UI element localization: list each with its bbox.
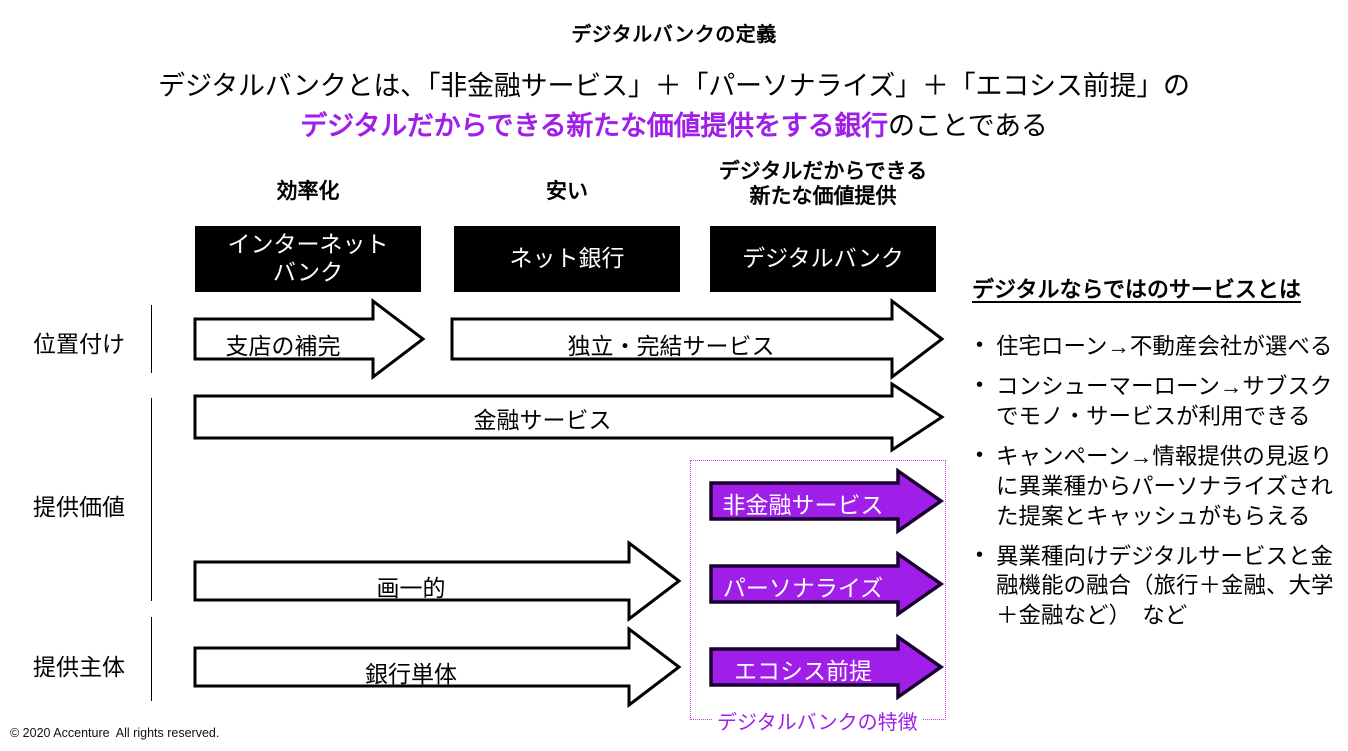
row-label-value-offering: 提供価値 xyxy=(33,494,125,520)
arrow-uniform: 画一的 xyxy=(193,539,682,623)
column-header-digital-value-line2: 新たな価値提供 xyxy=(749,184,897,208)
box-internet-bank-line2: バンク xyxy=(272,259,344,285)
box-net-bank-label: ネット銀行 xyxy=(509,245,625,272)
arrow-ecosystem: エコシス前提 xyxy=(708,633,945,701)
box-digital-bank: デジタルバンク xyxy=(710,226,936,292)
arrow-independent-service: 独立・完結サービス xyxy=(450,297,945,381)
arrow-non-financial-service: 非金融サービス xyxy=(708,467,945,535)
list-item: 住宅ローン→不動産会社が選べる xyxy=(972,332,1340,362)
column-header-digital-value: デジタルだからできる 新たな価値提供 xyxy=(700,160,946,210)
column-header-cheap: 安い xyxy=(546,180,588,203)
copyright-footer: © 2020 Accenture All rights reserved. xyxy=(10,726,220,740)
lead-highlight-text: デジタルだからできる新たな価値提供をする銀行 xyxy=(300,111,888,141)
row-divider-1 xyxy=(151,305,152,373)
arrow-financial-service: 金融サービス xyxy=(193,381,945,453)
list-item: 異業種向けデジタルサービスと金融機能の融合（旅行＋金融、大学＋金融など） など xyxy=(972,542,1340,632)
list-item: コンシューマーローン→サブスクでモノ・サービスが利用できる xyxy=(972,372,1340,432)
arrow-personalize: パーソナライズ xyxy=(708,550,945,618)
panel-service-list: 住宅ローン→不動産会社が選べる コンシューマーローン→サブスクでモノ・サービスが… xyxy=(972,332,1340,641)
lead-statement-line2: デジタルだからできる新たな価値提供をする銀行のことである xyxy=(0,104,1348,143)
box-digital-bank-label: デジタルバンク xyxy=(742,245,904,272)
arrow-bank-alone: 銀行単体 xyxy=(193,625,682,709)
arrow-branch-support: 支店の補完 xyxy=(193,297,426,381)
row-label-provider: 提供主体 xyxy=(33,654,125,680)
box-internet-bank: インターネット バンク xyxy=(195,226,421,292)
feature-box-caption: デジタルバンクの特徴 xyxy=(712,706,923,735)
row-label-positioning: 位置付け xyxy=(33,331,125,357)
column-header-efficiency: 効率化 xyxy=(276,180,340,203)
row-divider-3 xyxy=(151,617,152,701)
page-title: デジタルバンクの定義 xyxy=(571,24,777,46)
column-header-digital-value-line1: デジタルだからできる xyxy=(718,160,928,183)
list-item: キャンペーン→情報提供の見返りに異業種からパーソナライズされた提案とキャッシュが… xyxy=(972,442,1340,532)
box-net-bank: ネット銀行 xyxy=(454,226,680,292)
lead-statement-line1: デジタルバンクとは、「非金融サービス」＋「パーソナライズ」＋「エコシス前提」の xyxy=(158,71,1190,101)
row-divider-2 xyxy=(151,398,152,601)
box-internet-bank-line1: インターネット xyxy=(227,231,389,258)
lead-suffix-text: のことである xyxy=(887,111,1048,141)
panel-title: デジタルならではのサービスとは xyxy=(972,277,1301,302)
